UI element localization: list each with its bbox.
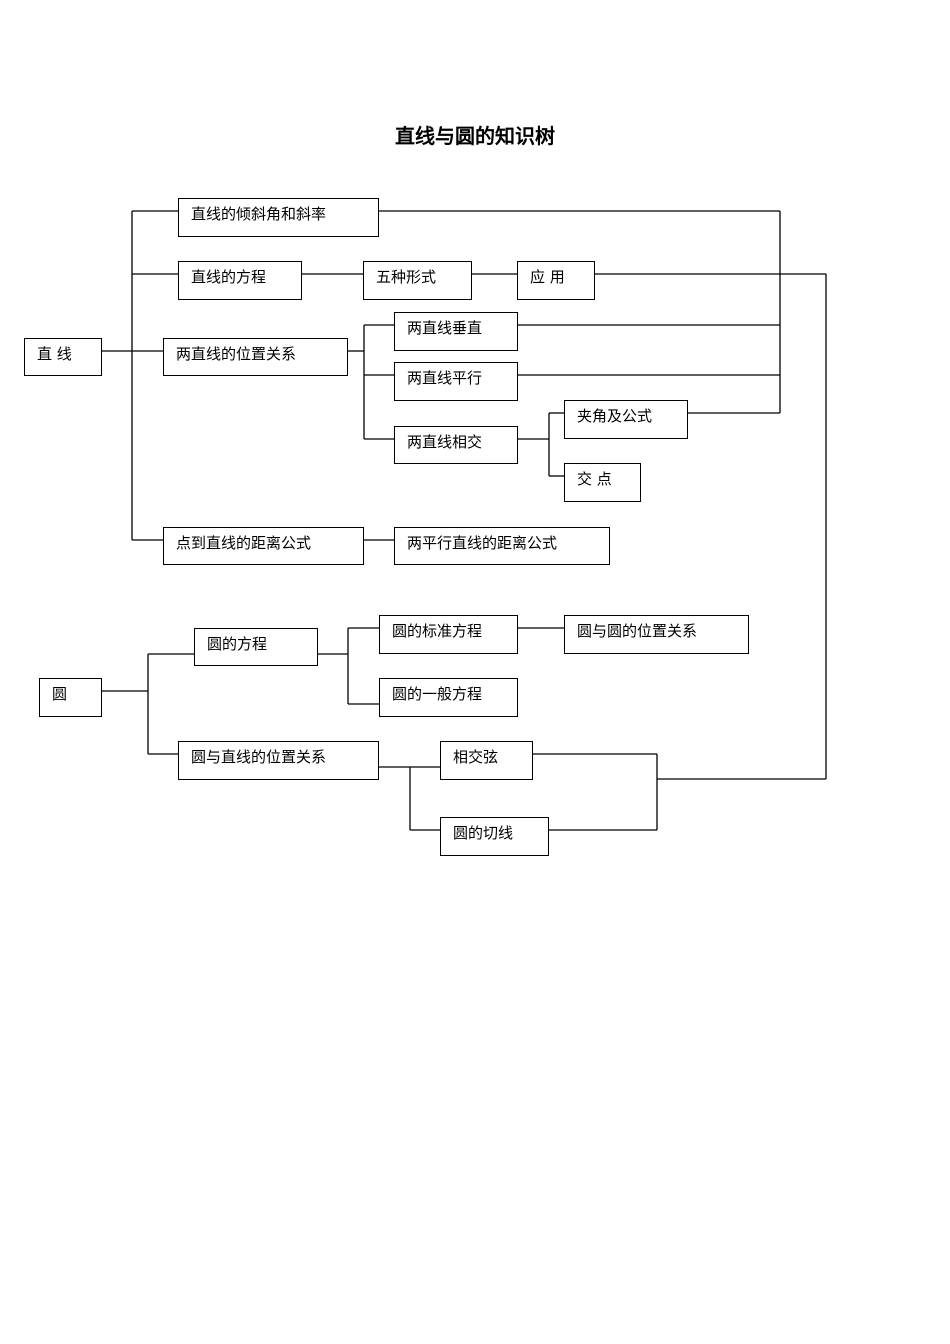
node-intersection-point: 交 点	[564, 463, 641, 502]
node-line-slope: 直线的倾斜角和斜率	[178, 198, 379, 237]
node-circle-circle-relation: 圆与圆的位置关系	[564, 615, 749, 654]
node-intersect: 两直线相交	[394, 426, 518, 464]
node-circle: 圆	[39, 678, 102, 717]
node-circle-line-relation: 圆与直线的位置关系	[178, 741, 379, 780]
node-standard-equation: 圆的标准方程	[379, 615, 518, 654]
node-parallel: 两直线平行	[394, 362, 518, 401]
node-application: 应 用	[517, 261, 595, 300]
node-line: 直 线	[24, 338, 102, 376]
node-parallel-lines-distance: 两平行直线的距离公式	[394, 527, 610, 565]
node-circle-equation: 圆的方程	[194, 628, 318, 666]
node-tangent: 圆的切线	[440, 817, 549, 856]
node-point-line-distance: 点到直线的距离公式	[163, 527, 364, 565]
node-five-forms: 五种形式	[363, 261, 472, 300]
node-perpendicular: 两直线垂直	[394, 312, 518, 351]
node-general-equation: 圆的一般方程	[379, 678, 518, 717]
node-chord: 相交弦	[440, 741, 533, 780]
node-line-equation: 直线的方程	[178, 261, 302, 300]
node-angle-formula: 夹角及公式	[564, 400, 688, 439]
node-two-lines-relation: 两直线的位置关系	[163, 338, 348, 376]
page-title: 直线与圆的知识树	[395, 124, 555, 148]
